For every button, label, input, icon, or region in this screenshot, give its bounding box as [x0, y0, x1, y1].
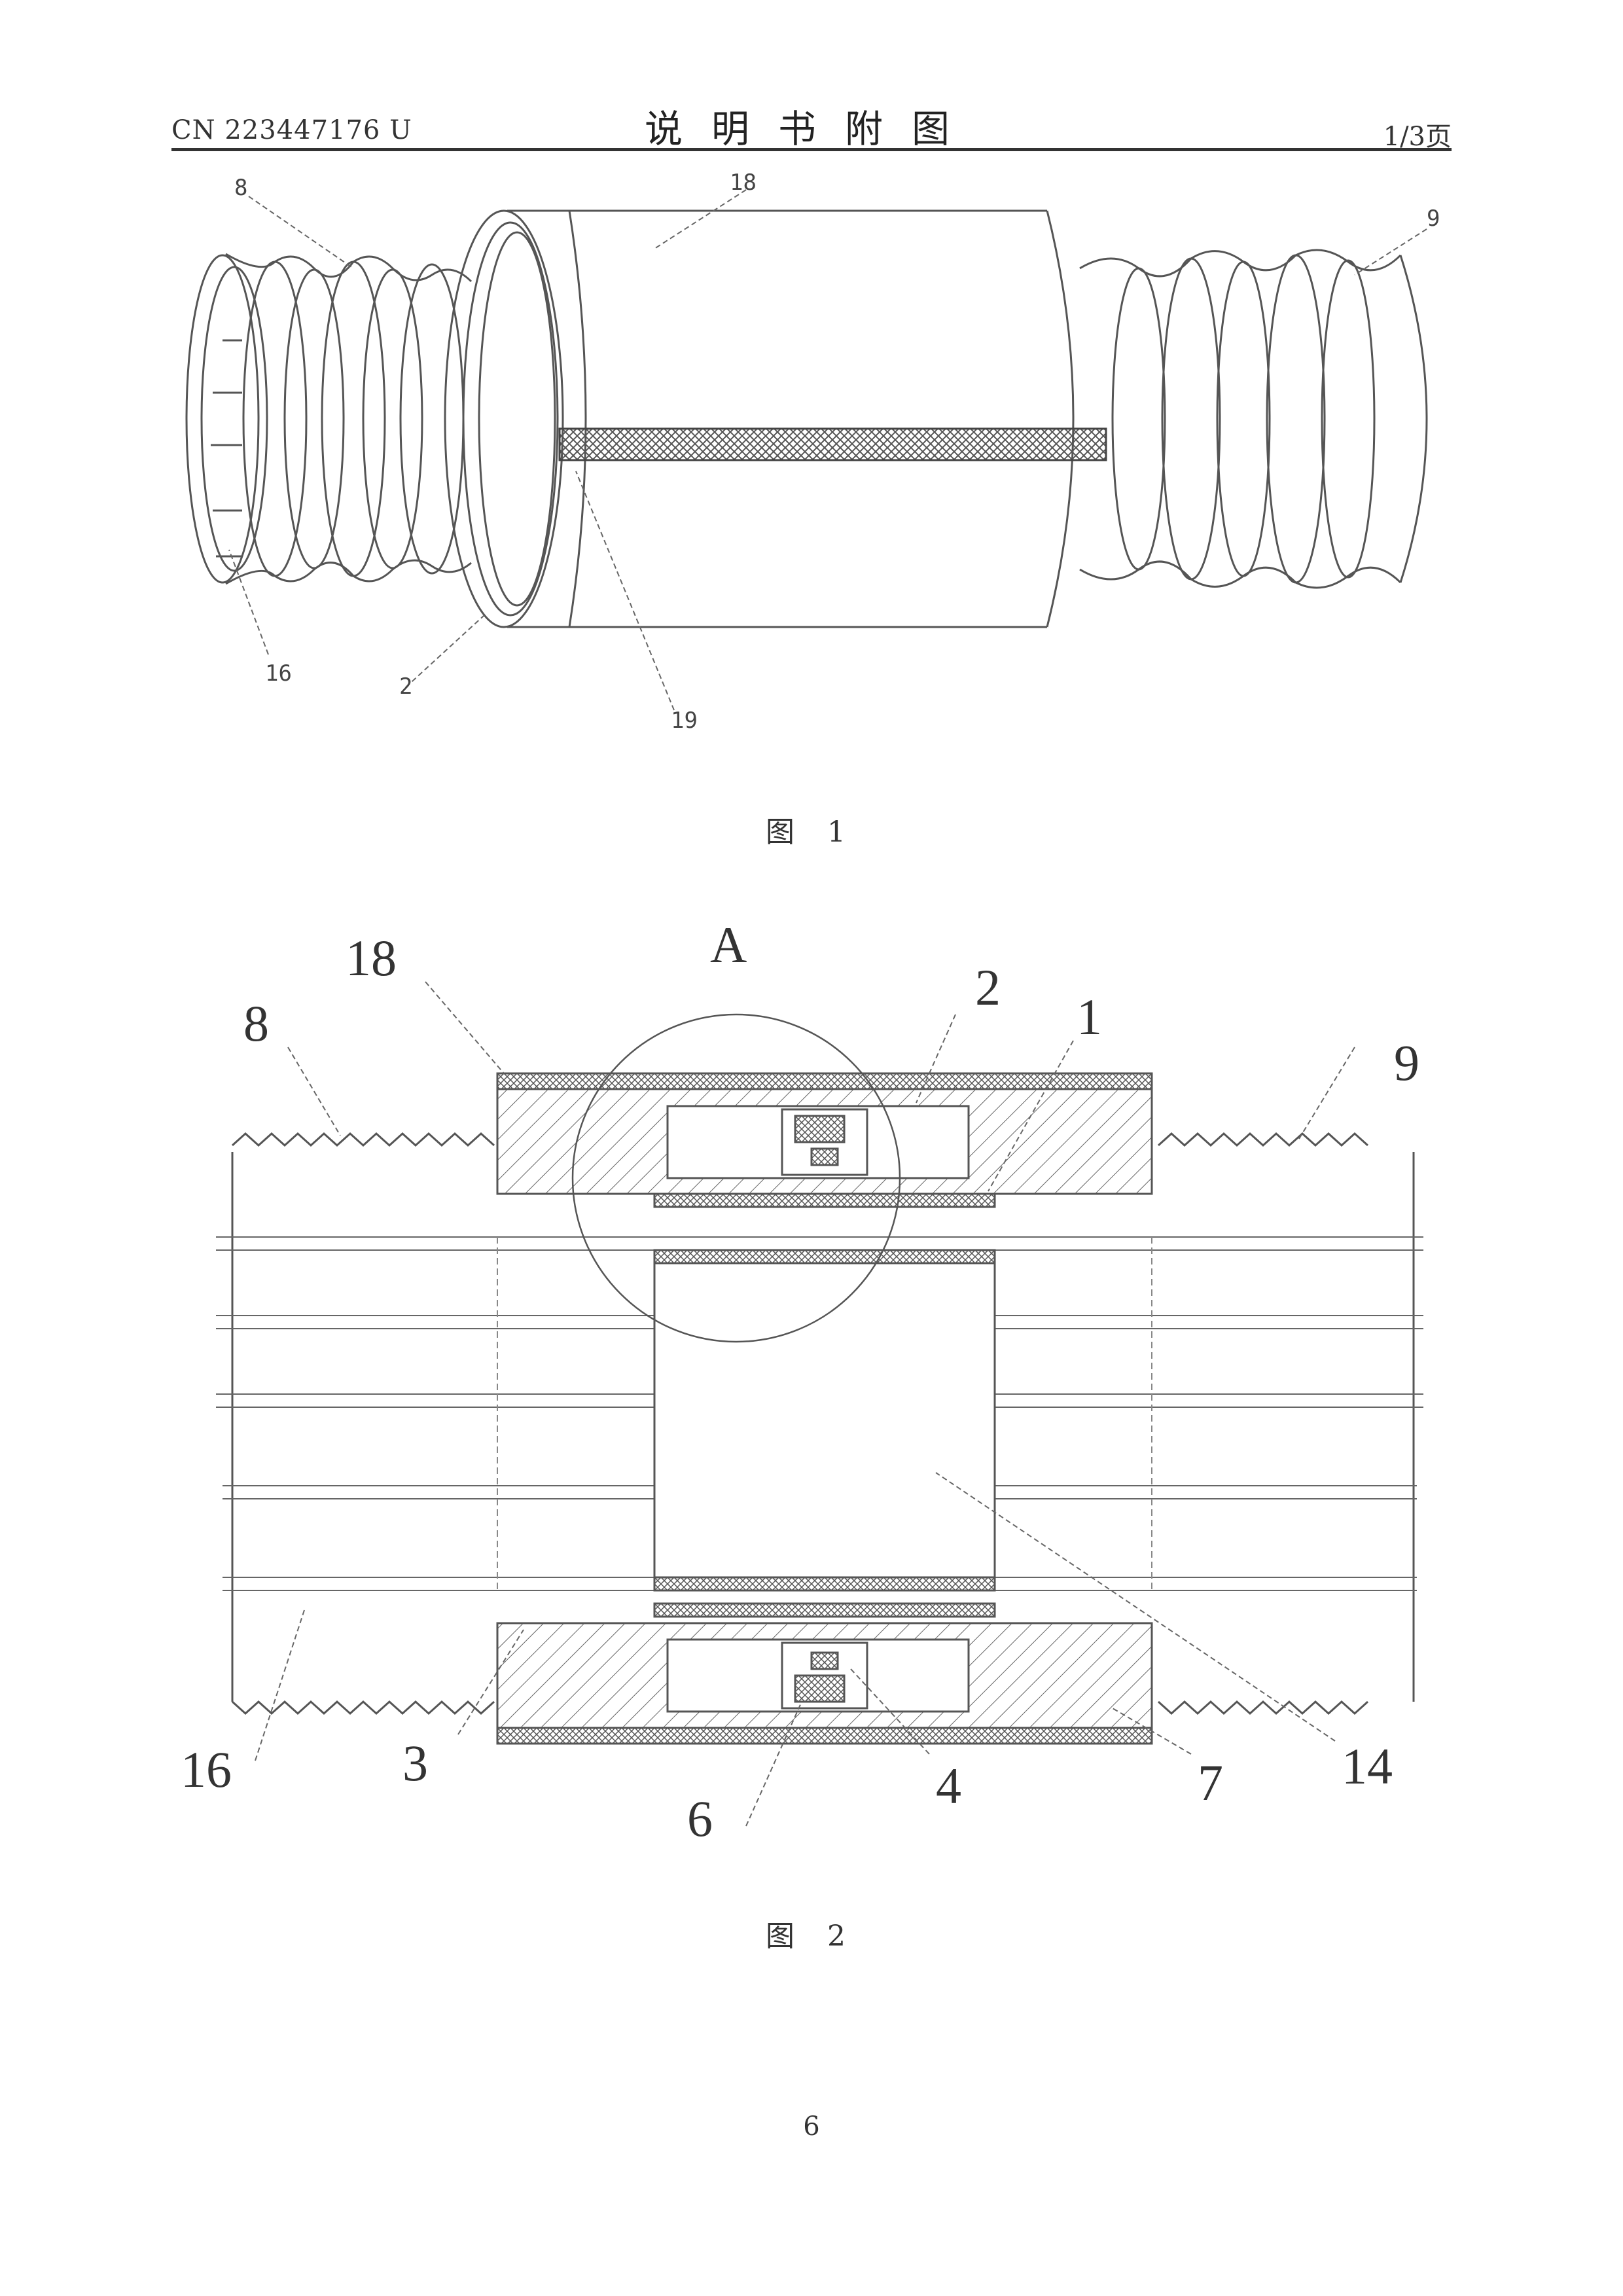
central-sleeve	[654, 1250, 995, 1590]
fig2-label-a: A	[710, 916, 747, 973]
seam-strip	[560, 429, 1106, 460]
fig2-label-18: 18	[346, 929, 397, 986]
fig2-label-7: 7	[1198, 1754, 1223, 1811]
fig1-label-2: 2	[399, 673, 412, 700]
fig2-label-4: 4	[936, 1757, 961, 1814]
outer-sleeve	[507, 211, 1073, 627]
fig2-label-3: 3	[402, 1734, 428, 1791]
fig2-label-16: 16	[181, 1741, 232, 1798]
fig2-label-14: 14	[1342, 1738, 1393, 1795]
fig1-label-16: 16	[265, 660, 292, 687]
fig2-label-1: 1	[1077, 988, 1102, 1045]
figure-1-drawing: 8 18 9 16 2 19	[0, 0, 1623, 740]
figure-2-drawing: A 18 2 1 8 9 16 3 6 4 7 14	[0, 884, 1623, 1944]
fig2-label-2: 2	[975, 959, 1001, 1016]
fig1-label-9: 9	[1427, 206, 1440, 232]
connector-lower	[497, 1604, 1152, 1744]
fig2-label-8: 8	[243, 995, 269, 1052]
fig2-label-9: 9	[1394, 1034, 1419, 1091]
fig1-label-19: 19	[671, 708, 698, 734]
page-number: 6	[0, 2111, 1623, 2142]
fig1-label-8: 8	[234, 175, 247, 201]
flange	[445, 211, 563, 627]
fig1-label-18: 18	[730, 170, 757, 196]
fig2-label-6: 6	[687, 1790, 713, 1847]
figure-1-caption: 图 1	[0, 808, 1623, 850]
right-bellows	[1080, 250, 1427, 588]
figure-2-caption: 图 2	[0, 1912, 1623, 1954]
left-bellows	[187, 254, 471, 584]
pins	[211, 340, 242, 556]
pipe-top-wall	[232, 1134, 494, 1145]
